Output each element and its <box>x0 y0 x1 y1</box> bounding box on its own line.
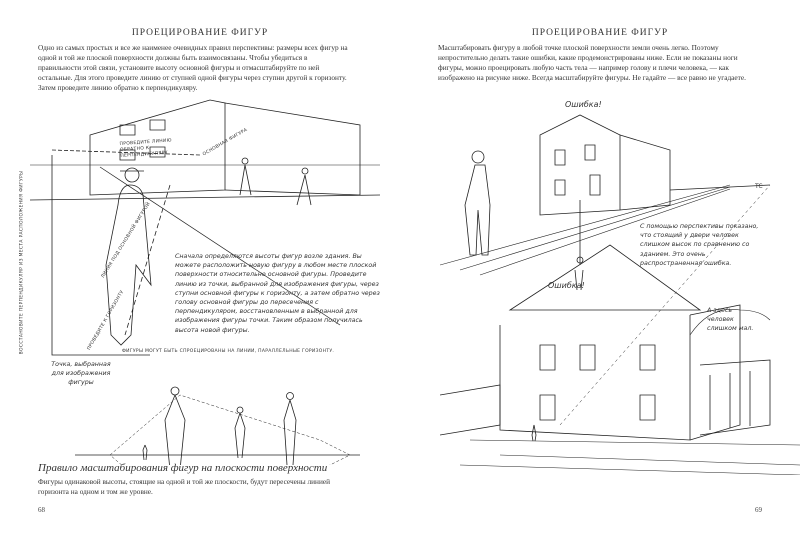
label-chosen-point: Точка, выбранная для изображения фигуры <box>51 361 111 387</box>
error-label-2: Ошибка! <box>548 281 585 290</box>
explanation-note: Сначала определяются высоты фигур возле … <box>175 253 380 334</box>
section-subheading: Правило масштабирования фигур на плоскос… <box>38 462 328 474</box>
house-perspective-illustration <box>440 114 800 475</box>
label-perpendicular: ВОССТАНОВИТЕ ПЕРПЕНДИКУЛЯР ИЗ МЕСТА РАСП… <box>19 170 25 355</box>
intro-text: Одно из самых простых и все же наименее … <box>38 43 348 92</box>
error-note: С помощью перспективы показано, что стоя… <box>640 223 759 267</box>
building-perspective-illustration <box>30 99 380 465</box>
vanishing-point-label: TC <box>755 183 763 190</box>
label-parallel: ФИГУРЫ МОГУТ БЫТЬ СПРОЕЦИРОВАНЫ НА ЛИНИИ… <box>122 349 335 354</box>
rule-text: Фигуры одинаковой высоты, стоящие на одн… <box>38 477 330 496</box>
page-title: ПРОЕЦИРОВАНИЕ ФИГУР <box>131 28 269 38</box>
page-number: 68 <box>38 506 45 514</box>
page-title: ПРОЕЦИРОВАНИЕ ФИГУР <box>531 28 669 38</box>
error-label-1: Ошибка! <box>565 100 602 109</box>
left-page: ПРОЕЦИРОВАНИЕ ФИГУР Одно из самых просты… <box>19 28 380 514</box>
page-number: 69 <box>755 506 762 514</box>
small-figure-note: А здесь человек слишком мал. <box>707 307 754 333</box>
intro-text: Масштабировать фигуру в любой точке плос… <box>438 43 746 82</box>
right-page: ПРОЕЦИРОВАНИЕ ФИГУР Масштабировать фигур… <box>400 0 800 542</box>
